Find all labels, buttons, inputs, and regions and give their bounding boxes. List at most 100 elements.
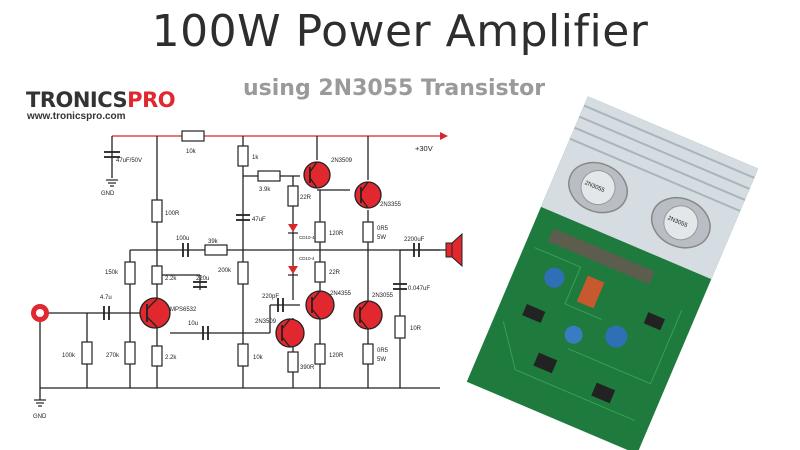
label-r-3-9k: 3.9k — [259, 187, 271, 193]
label-q-2n3509-top: 2N3509 — [331, 158, 353, 164]
transistor-2n3055-icon — [353, 300, 383, 330]
pcb-cap-blue-2 — [605, 325, 628, 348]
speaker-icon — [445, 232, 463, 268]
transistor-2n3355-top-icon — [354, 181, 382, 209]
resistor-39k — [204, 244, 228, 256]
chip-2-icon: 2N3055 — [650, 197, 711, 249]
transistors — [139, 161, 383, 348]
label-r-120r-a: 120R — [329, 231, 344, 237]
resistors — [81, 130, 406, 373]
label-c-0-047uf: 0.047uF — [408, 286, 430, 292]
resistor-270k — [124, 341, 136, 365]
logo-accent: PRO — [127, 88, 176, 112]
transistor-2n3509-top-icon — [303, 161, 331, 189]
chip-1-icon: 2N3055 — [568, 161, 628, 214]
resistor-0r5-a — [362, 221, 374, 243]
label-q-mps6532: MPS6532 — [170, 307, 197, 313]
resistor-2-2k-a — [151, 265, 163, 285]
resistor-1k — [237, 145, 249, 167]
resistor-200k — [237, 261, 249, 285]
resistor-22r-b — [314, 261, 326, 283]
pcb-transistor-2 — [643, 312, 665, 331]
label-r-5w-a: 5W — [377, 235, 386, 241]
label-r-39k: 39k — [208, 239, 219, 245]
diode-2-icon — [288, 266, 298, 274]
page-title: 100W Power Amplifier — [151, 6, 649, 57]
pcb-photo: 2N3055 2N3055 — [466, 96, 759, 450]
label-r-120r-b: 120R — [329, 353, 344, 359]
label-r-390r: 390R — [300, 365, 315, 371]
label-r-0r5-a: 0R5 — [377, 226, 389, 232]
pcb-transistor-1 — [522, 304, 546, 323]
label-r-2-2k-a: 2.2k — [165, 276, 177, 282]
resistor-2-2k-b — [151, 345, 163, 367]
label-r-0r5-b: 0R5 — [377, 348, 389, 354]
resistor-10k — [237, 343, 249, 367]
transistor-2n4355-icon — [305, 290, 335, 320]
brand-url: www.tronicspro.com — [27, 111, 126, 122]
resistor-3-9k — [257, 170, 281, 182]
resistor-10r — [394, 315, 406, 339]
label-r-22r-b: 22R — [329, 270, 341, 276]
label-r-5w-b: 5W — [377, 357, 386, 363]
label-q-2n3509-bot: 2N3509 — [255, 319, 277, 325]
supply-arrow — [440, 132, 448, 140]
label-r-100k: 100k — [62, 353, 76, 359]
transistor-2n3509-bottom-icon — [275, 318, 305, 348]
label-r-10k: 10k — [253, 355, 264, 361]
pcb-cap-blue-3 — [564, 325, 583, 344]
label-d-2: CD10-4 — [299, 256, 315, 261]
pcb-transistor-3 — [533, 352, 558, 374]
label-gnd-bottom: GND — [33, 414, 47, 420]
label-supply: +30V — [415, 144, 433, 153]
heatsink-fins — [569, 104, 755, 212]
resistor-150k — [124, 261, 136, 285]
resistor-22r-a — [287, 185, 299, 207]
resistor-100k — [81, 341, 93, 365]
label-d-1: CD10-4 — [299, 235, 315, 240]
label-r-22r-a: 22R — [300, 195, 312, 201]
label-c-4-7u: 4.7u — [100, 295, 112, 301]
input-jack-icon — [31, 304, 49, 322]
label-c-supply: 47uF/50V — [116, 158, 142, 164]
capacitors — [103, 151, 420, 340]
brand-logo: TRONICSPRO — [26, 88, 176, 112]
transistor-mps6532-icon — [139, 297, 171, 329]
label-c-47uf: 47uF — [252, 217, 266, 223]
resistor-100r — [151, 199, 163, 223]
resistor-0r5-b — [362, 343, 374, 365]
pcb-transistor-4 — [591, 382, 616, 404]
label-r-200k: 200k — [218, 268, 232, 274]
label-r-top: 10k — [186, 149, 197, 155]
pcb-traces — [502, 247, 683, 422]
page-subtitle: using 2N3055 Transistor — [243, 76, 546, 101]
label-r-270k: 270k — [106, 353, 120, 359]
label-q-2n3055: 2N3055 — [372, 293, 394, 299]
pcb-cap-red — [576, 275, 605, 309]
resistor-120r-b — [314, 343, 326, 365]
pcb-resistor-block — [548, 228, 655, 285]
label-r-1k: 1k — [252, 155, 259, 161]
diodes — [288, 224, 298, 276]
label-c-10u: 10u — [188, 321, 198, 327]
label-c-220u: 220u — [196, 276, 209, 282]
label-r-150k: 150k — [105, 270, 119, 276]
ground-symbols — [34, 179, 118, 407]
label-r-10r: 10R — [410, 326, 422, 332]
label-r-2-2k-b: 2.2k — [165, 355, 177, 361]
resistor-10k-top — [181, 130, 205, 142]
schematic-labels: +30V GND GND 47uF/50V 10k 1k 2N3509 3.9k… — [33, 144, 433, 420]
label-r-100r: 100R — [165, 211, 180, 217]
label-c-100u: 100u — [176, 236, 189, 242]
label-q-2n3355-top: 2N3355 — [380, 202, 402, 208]
resistor-390r — [287, 351, 299, 373]
label-q-2n4355: 2N4355 — [330, 291, 352, 297]
label-c-2200uf: 2200uF — [404, 237, 425, 243]
label-c-220pf: 220pF — [262, 294, 279, 300]
logo-main: TRONICS — [26, 88, 128, 112]
diode-1-icon — [288, 224, 298, 232]
resistor-120r-a — [314, 221, 326, 243]
label-gnd-top: GND — [101, 191, 115, 197]
pcb-cap-blue-1 — [544, 267, 565, 288]
